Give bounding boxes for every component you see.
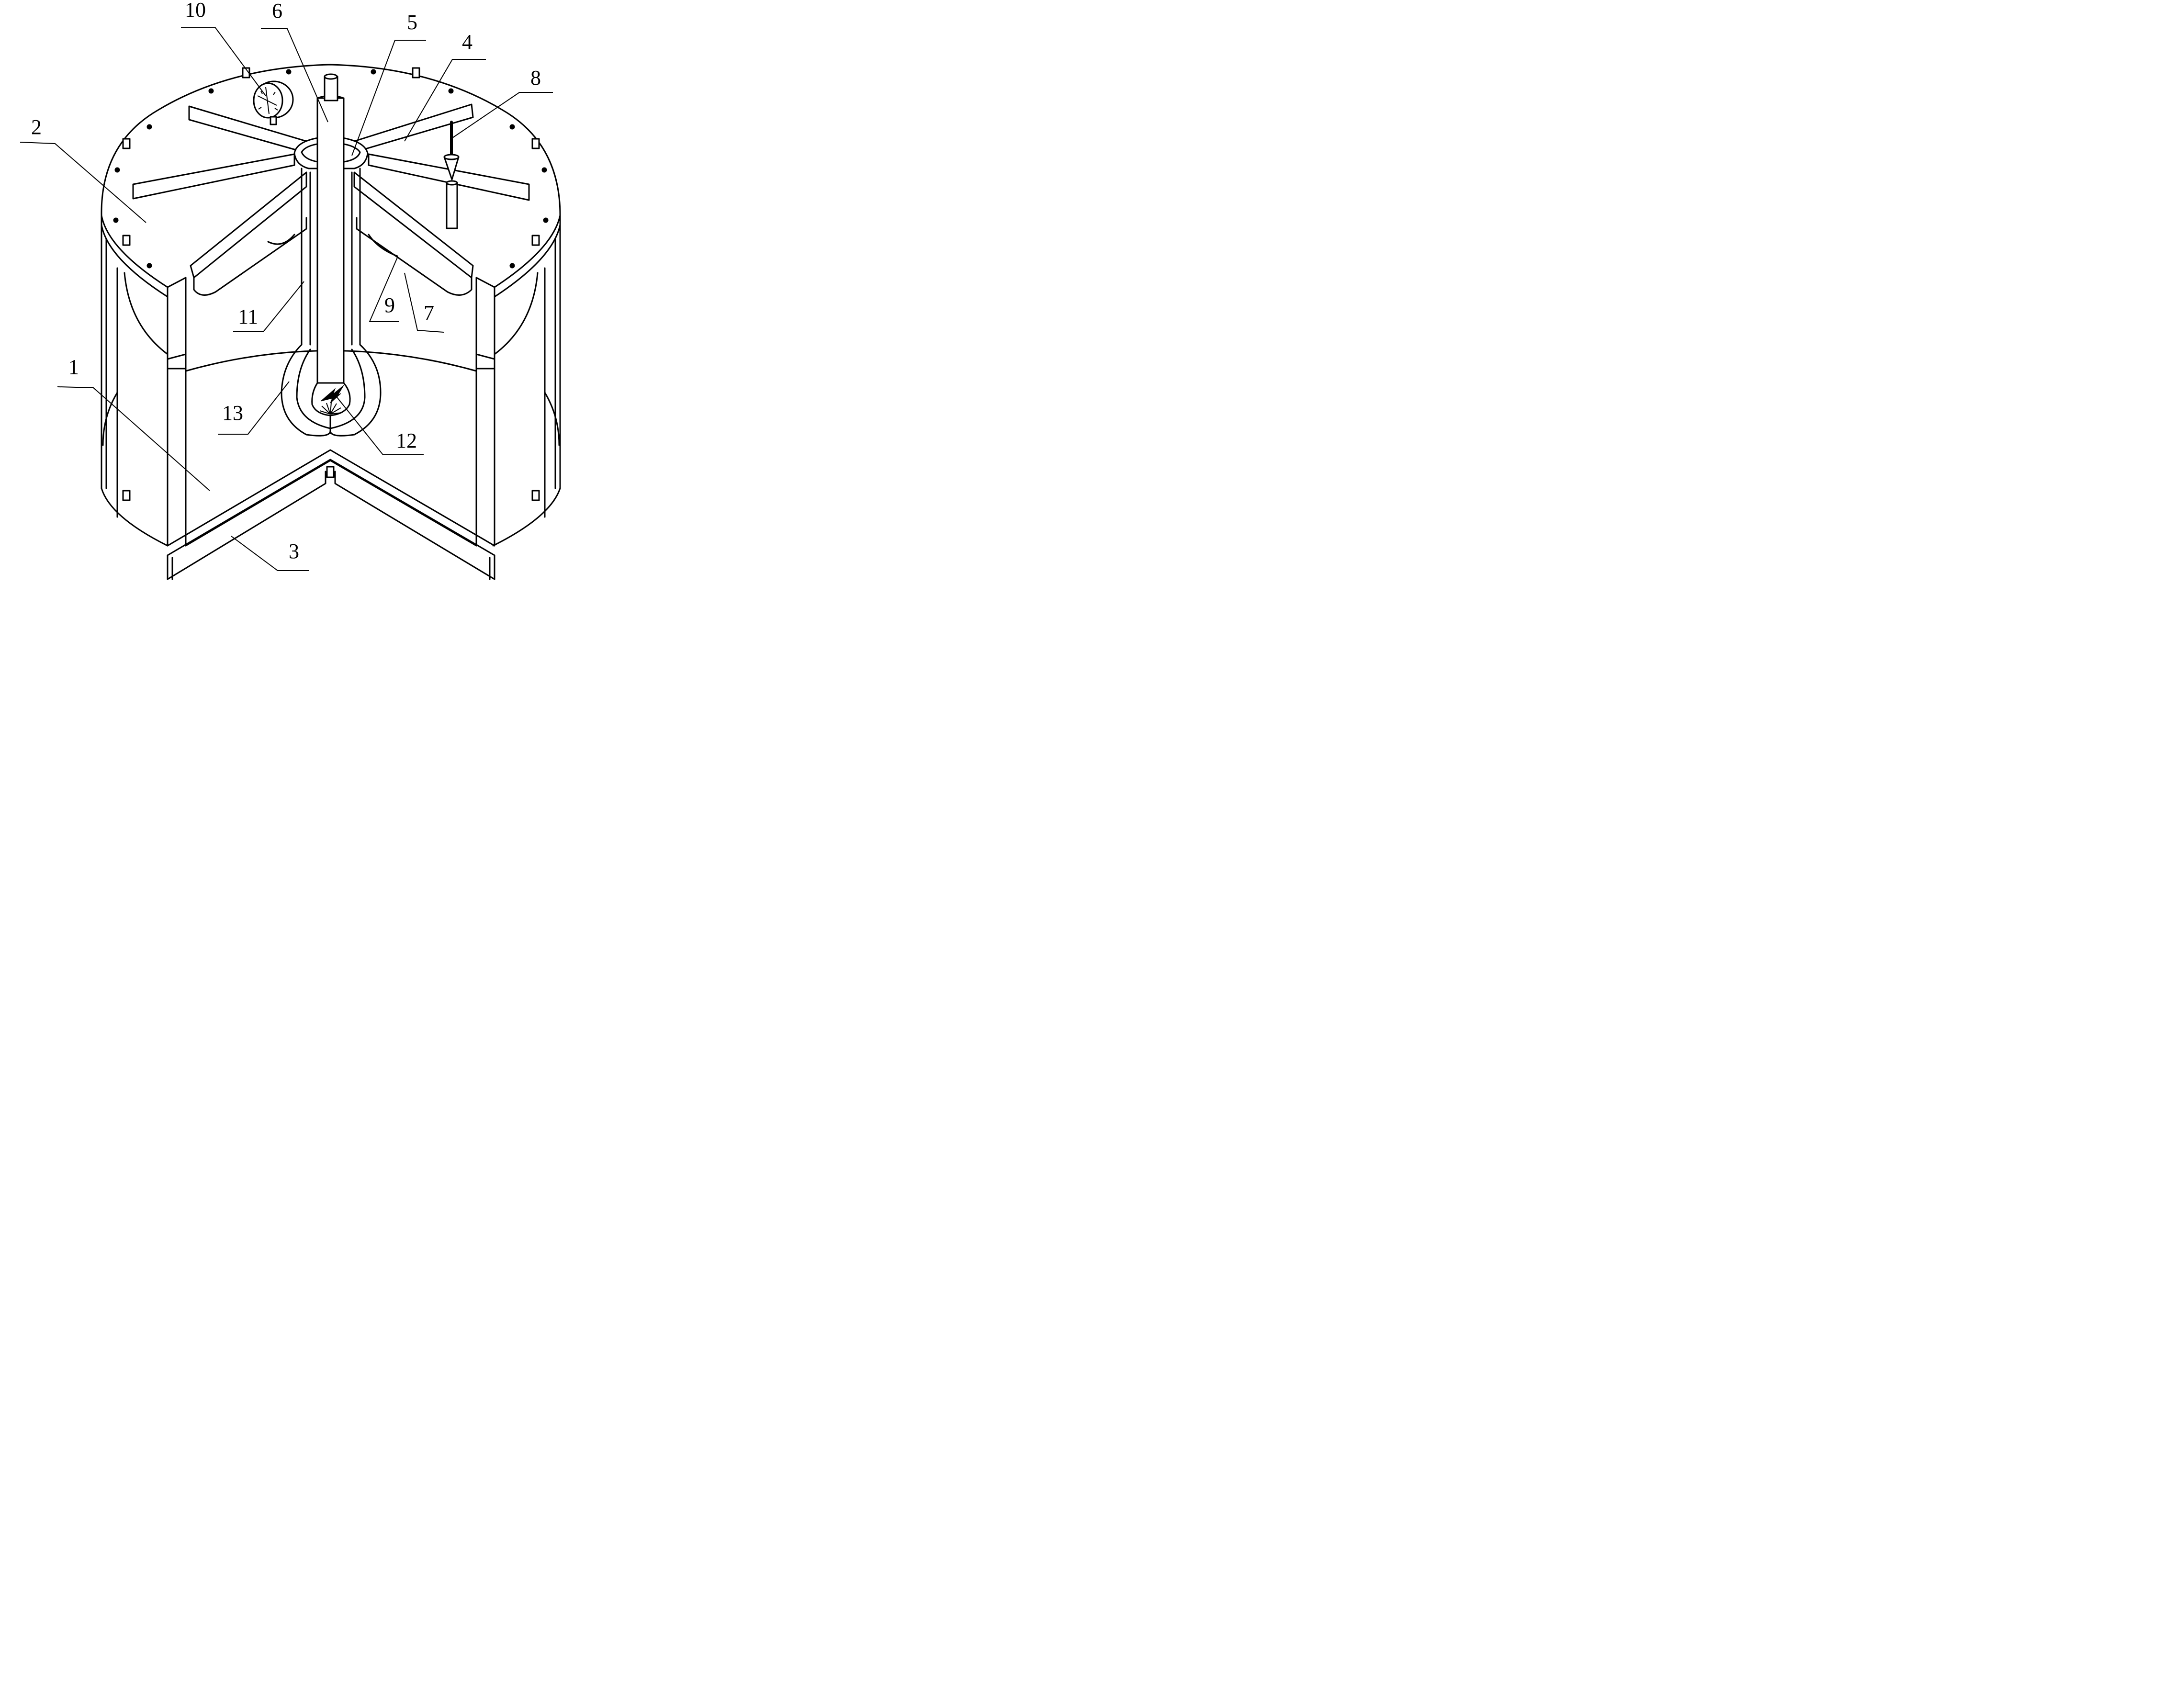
injection-valve: [443, 121, 460, 229]
apparatus-diagram: 10 6 5 4 8 2 11 9 7 1 13 12 3: [0, 0, 748, 585]
lid-ribs: [132, 103, 530, 296]
vessel-body: [101, 214, 561, 547]
lid-plate: [101, 64, 561, 298]
label-2: 2: [31, 115, 42, 139]
diagram-svg: 10 6 5 4 8 2 11 9 7 1 13 12 3: [20, 0, 561, 580]
base-plate: [167, 459, 495, 580]
label-10: 10: [185, 0, 206, 22]
label-5: 5: [407, 11, 417, 34]
label-4: 4: [462, 30, 473, 54]
label-8: 8: [530, 66, 541, 90]
pressure-gauge: [253, 80, 294, 125]
bulb-assembly: [281, 344, 382, 437]
label-13: 13: [222, 401, 243, 425]
label-3: 3: [289, 539, 299, 563]
central-shaft: [301, 73, 361, 384]
label-7: 7: [424, 301, 434, 325]
part-labels: 10 6 5 4 8 2 11 9 7 1 13 12 3: [31, 0, 541, 563]
label-1: 1: [68, 355, 79, 379]
label-11: 11: [238, 305, 258, 328]
leader-lines: [20, 27, 553, 571]
label-9: 9: [384, 293, 395, 317]
label-12: 12: [396, 429, 417, 452]
label-6: 6: [272, 0, 282, 22]
lid-bolts: [113, 67, 549, 501]
